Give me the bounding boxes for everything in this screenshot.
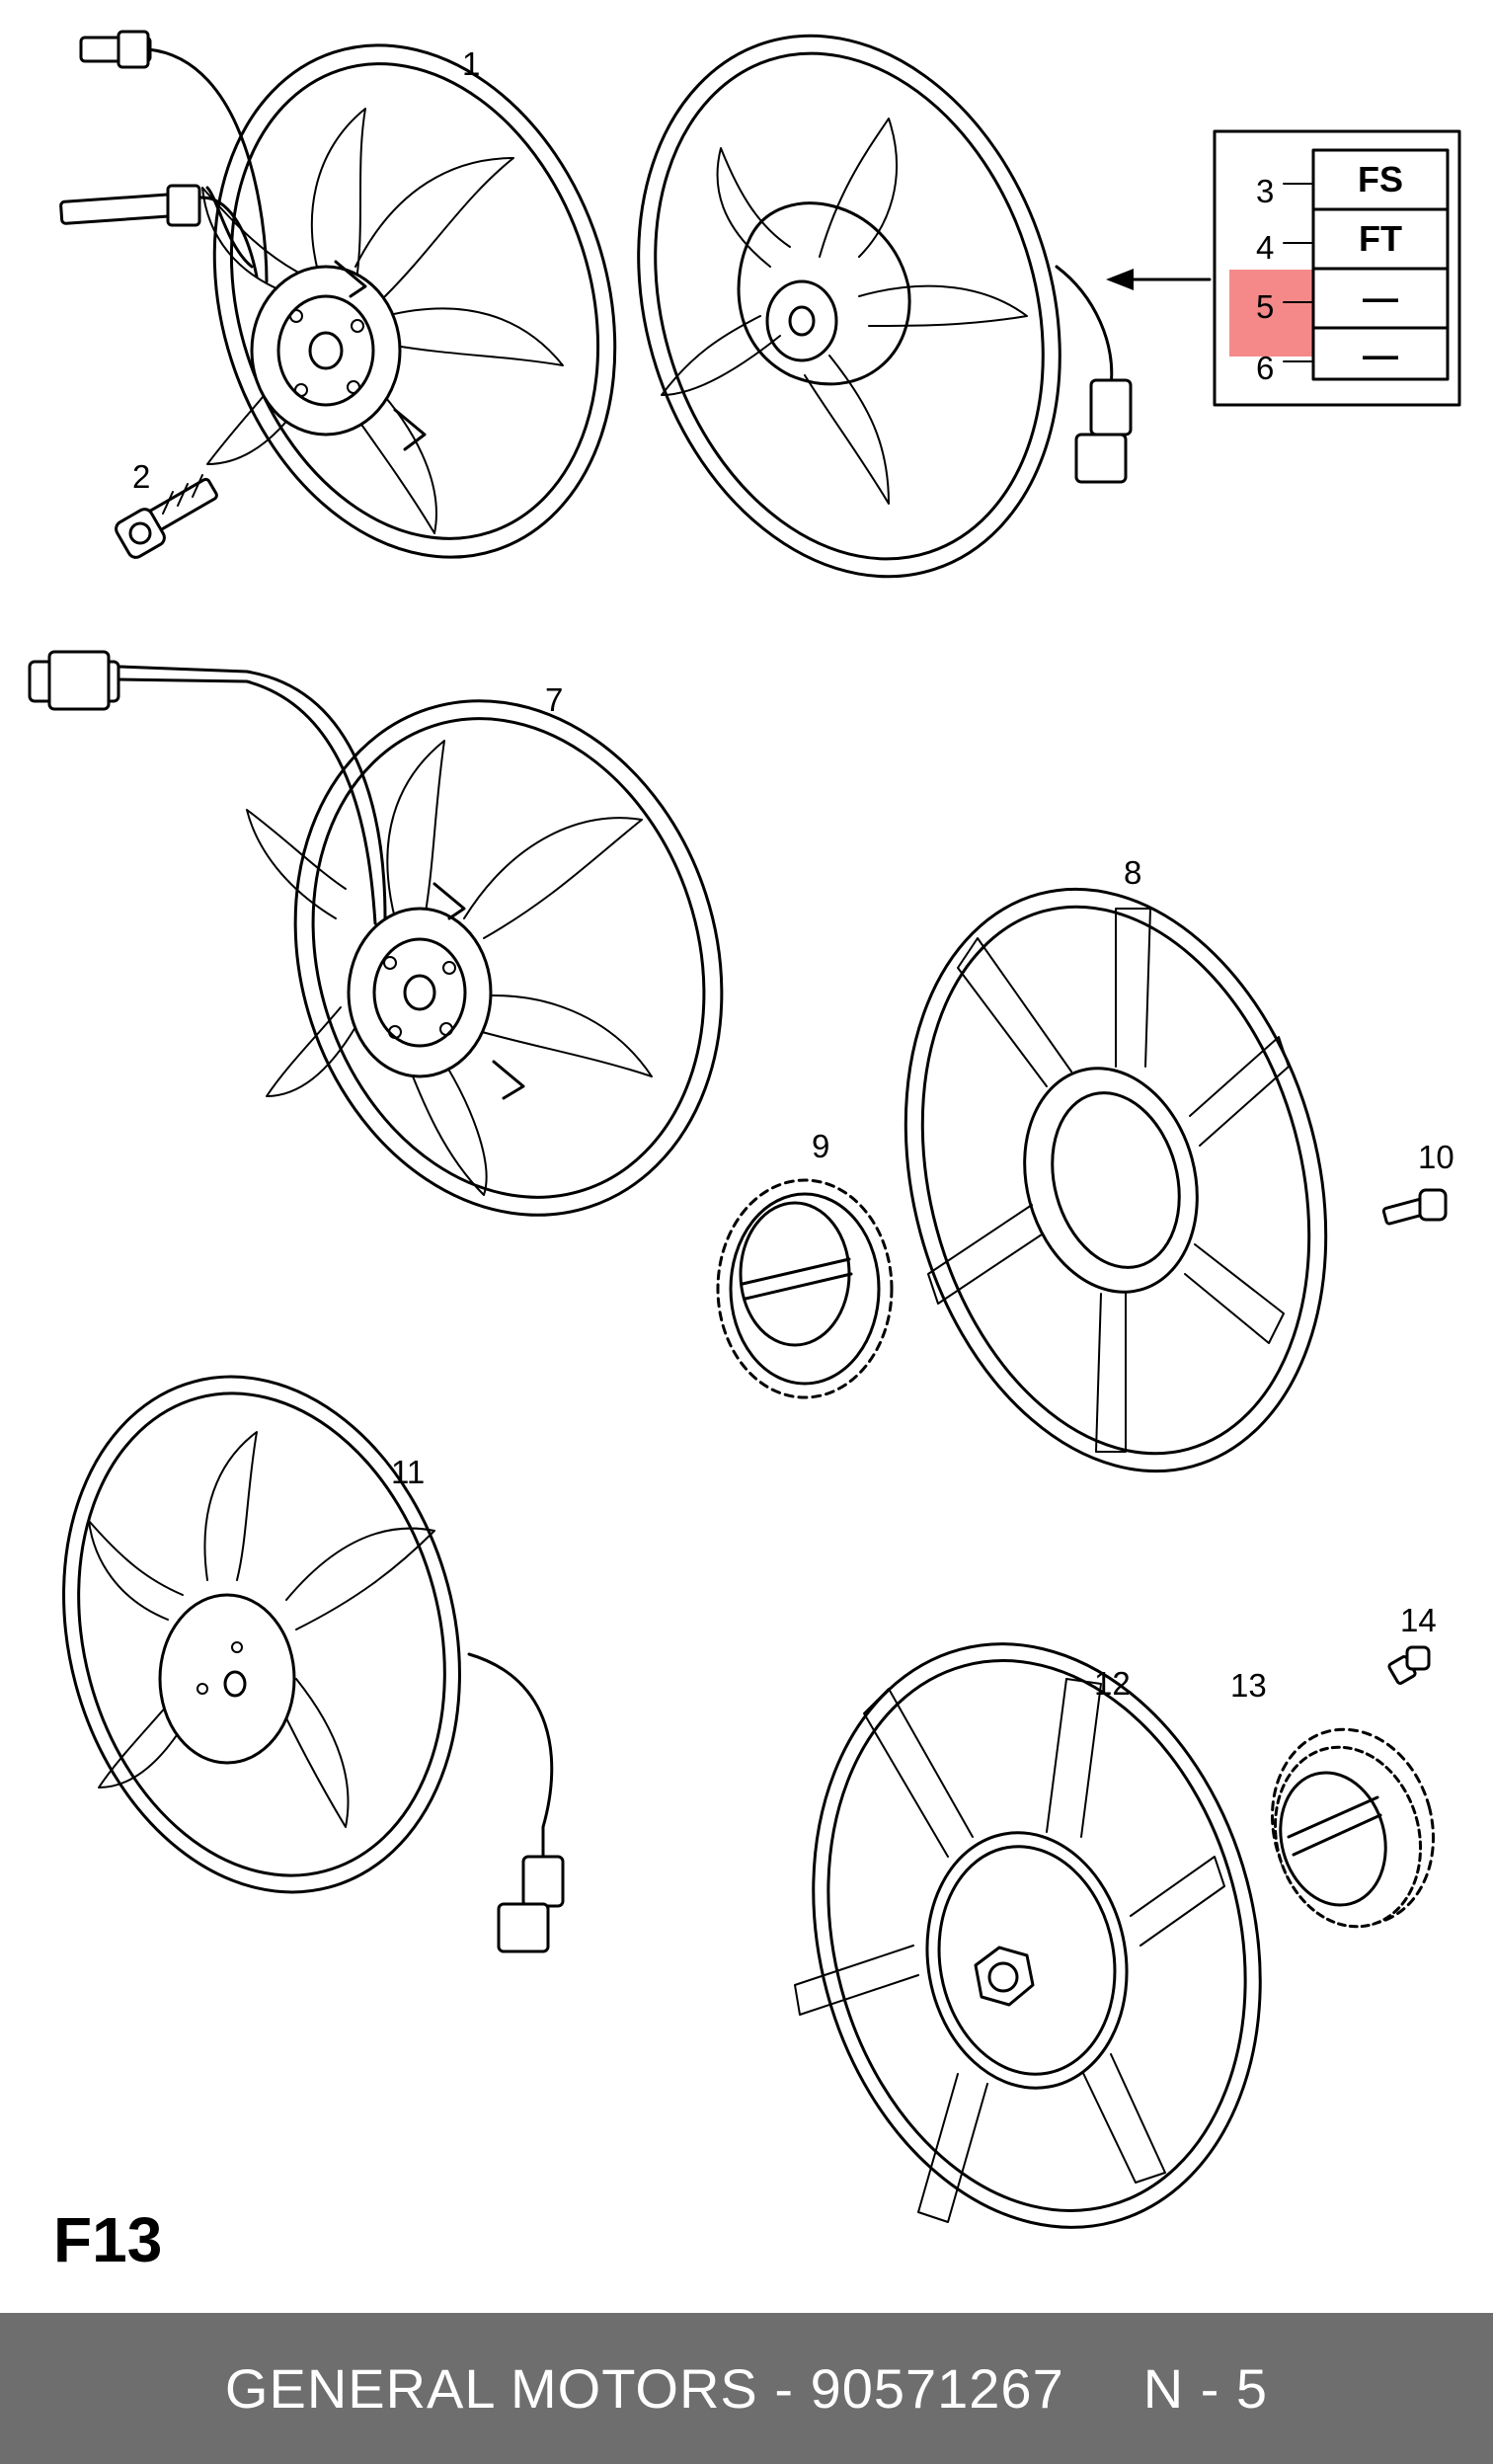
callout-13: 13 bbox=[1230, 1667, 1267, 1704]
table-code-5: — bbox=[1363, 278, 1398, 318]
footer-bar: GENERAL MOTORS - 90571267 N - 5 bbox=[0, 2313, 1493, 2464]
parts-diagram: 1 2 3 4 5 bbox=[28, 30, 1461, 2275]
fan-11: 11 bbox=[62, 1375, 565, 1953]
bolt-10: 10 bbox=[1381, 1139, 1454, 1226]
fan-assembly-7: 7 bbox=[28, 650, 724, 1217]
callout-9: 9 bbox=[812, 1128, 829, 1164]
fan-8: 8 bbox=[904, 854, 1328, 1473]
highlight-row-5 bbox=[1229, 270, 1314, 357]
callout-7: 7 bbox=[545, 681, 563, 718]
footer-brand: GENERAL MOTORS bbox=[224, 2357, 758, 2420]
bolt-14: 14 bbox=[1387, 1602, 1437, 1685]
callout-11: 11 bbox=[391, 1454, 425, 1490]
clutch-13: 13 bbox=[1230, 1667, 1435, 1929]
table-code-ft: FT bbox=[1359, 218, 1402, 259]
callout-14: 14 bbox=[1400, 1602, 1437, 1638]
fan-assembly-1: 1 bbox=[59, 30, 617, 559]
footer-separator: - bbox=[774, 2357, 794, 2420]
callout-12: 12 bbox=[1094, 1665, 1131, 1702]
table-code-fs: FS bbox=[1358, 159, 1403, 199]
table-ref-3: 3 bbox=[1256, 173, 1274, 209]
table-ref-4: 4 bbox=[1256, 229, 1274, 266]
clutch-9: 9 bbox=[716, 1128, 894, 1399]
page-code: F13 bbox=[53, 2204, 162, 2275]
bolt-2: 2 bbox=[115, 458, 218, 559]
fan-12: 12 bbox=[794, 1642, 1262, 2229]
footer-part-number: 90571267 bbox=[810, 2357, 1064, 2420]
callout-1: 1 bbox=[462, 45, 480, 82]
footer-position: N - 5 bbox=[1142, 2357, 1269, 2420]
table-ref-6: 6 bbox=[1256, 350, 1274, 386]
table-code-6: — bbox=[1363, 335, 1398, 375]
variant-table: 3 4 5 6 FS FT — — bbox=[1213, 129, 1461, 407]
fan-assembly-rear bbox=[637, 34, 1212, 579]
callout-8: 8 bbox=[1124, 854, 1141, 891]
table-ref-5: 5 bbox=[1256, 288, 1274, 325]
callout-2: 2 bbox=[132, 458, 150, 495]
callout-10: 10 bbox=[1418, 1139, 1454, 1175]
